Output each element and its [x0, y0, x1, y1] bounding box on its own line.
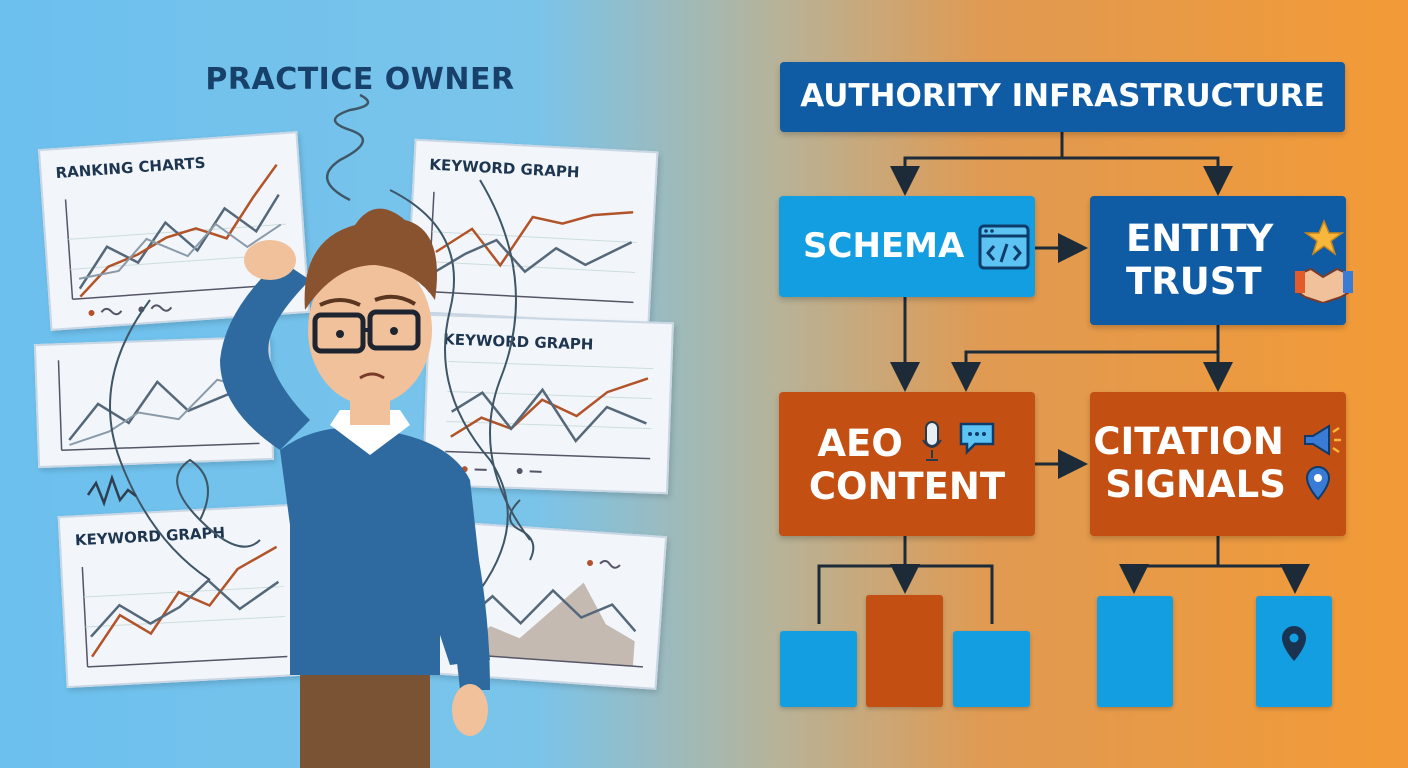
entity-trust-box: ENTITY TRUST [1090, 196, 1354, 325]
citation-signals-box: CITATION SIGNALS [1090, 392, 1346, 536]
aeo-leaf-left [780, 631, 857, 707]
citation-signals-line2: SIGNALS [1093, 463, 1342, 507]
aeo-label: AEO [817, 421, 903, 465]
aeo-leaf-right [953, 631, 1030, 707]
schema-box: SCHEMA [779, 196, 1035, 297]
confusion-scribbles [86, 93, 535, 591]
practice-owner-heading: PRACTICE OWNER [205, 62, 515, 97]
speech-bubble-icon [959, 422, 994, 455]
ranking-line-chart [64, 163, 291, 316]
keyword-line-chart [81, 545, 288, 668]
schema-label: SCHEMA [803, 225, 965, 266]
citation-leaf-left [1097, 596, 1173, 707]
keyword-graph-card: KEYWORD GRAPH [422, 313, 674, 495]
entity-trust-line1: ENTITY [1126, 216, 1274, 260]
aeo-content-line1: AEO [809, 420, 1005, 466]
microphone-icon [921, 420, 942, 461]
citation-leaf-right [1256, 596, 1332, 707]
aeo-content-line2: CONTENT [808, 464, 1006, 508]
aeo-leaf-center [866, 595, 943, 707]
aeo-content-box: AEO CONTENT [779, 392, 1035, 536]
keyword-graph-card: KEYWORD GRAPH [57, 503, 303, 689]
citation-signals-line1: CITATION [1093, 421, 1342, 464]
entity-trust-line2: TRUST [1126, 259, 1262, 303]
authority-infrastructure-box: AUTHORITY INFRASTRUCTURE [780, 62, 1345, 132]
star-icon [1304, 218, 1345, 256]
signals-label: SIGNALS [1105, 463, 1286, 506]
code-window-icon [978, 224, 1030, 269]
ranking-charts-card: RANKING CHARTS [37, 131, 311, 331]
confused-person-illustration [220, 208, 490, 768]
citation-label: CITATION [1093, 420, 1284, 464]
handshake-icon [1295, 267, 1354, 303]
location-pin-icon [1305, 465, 1330, 501]
location-pin-icon [1282, 626, 1306, 661]
megaphone-icon [1303, 424, 1341, 457]
keyword-line-chart [445, 360, 654, 475]
authority-infrastructure-label: AUTHORITY INFRASTRUCTURE [800, 78, 1325, 115]
